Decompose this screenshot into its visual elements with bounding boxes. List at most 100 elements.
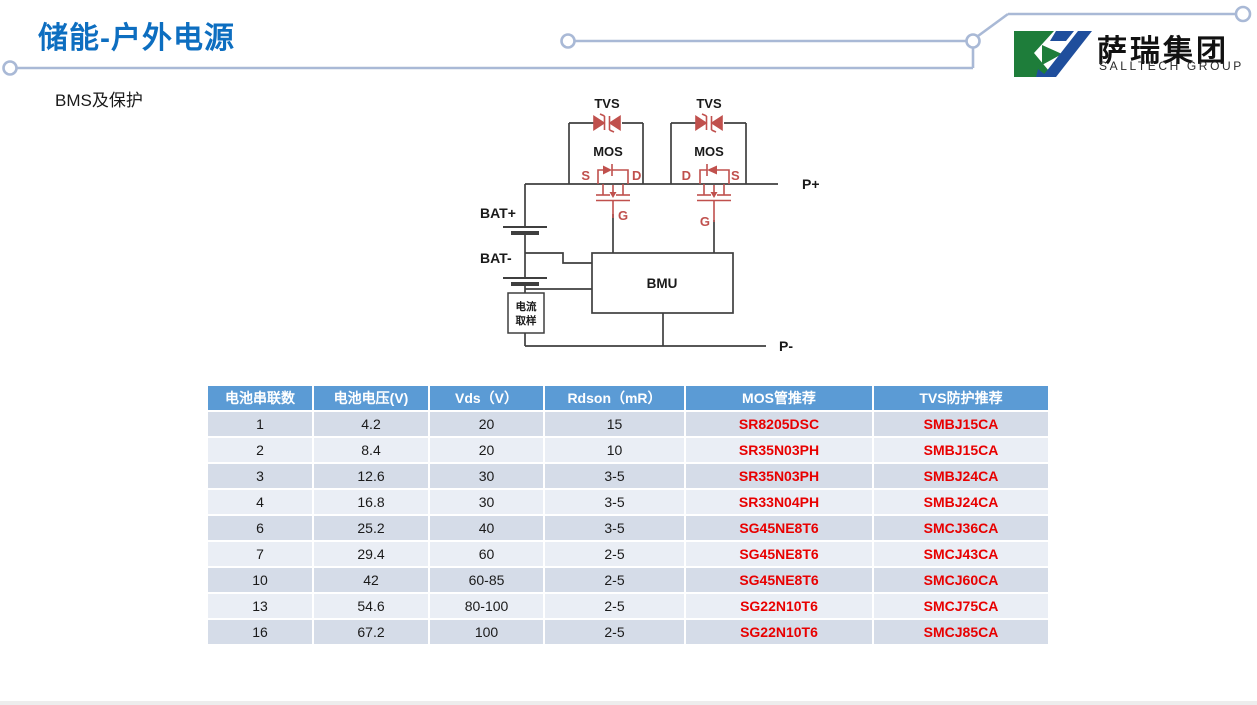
value-cell: 20 <box>430 438 543 462</box>
part-number-cell: SR35N03PH <box>686 438 872 462</box>
part-number-cell: SMCJ75CA <box>874 594 1048 618</box>
mosfet-icon-left <box>596 164 630 218</box>
bms-recommendation-table: 电池串联数 电池电压(V) Vds（V） Rdson（mR） MOS管推荐 TV… <box>206 384 1050 646</box>
value-cell: 60 <box>430 542 543 566</box>
value-cell: 54.6 <box>314 594 428 618</box>
value-cell: 1 <box>208 412 312 436</box>
col-header-vds: Vds（V） <box>430 386 543 410</box>
part-number-cell: SMBJ24CA <box>874 490 1048 514</box>
value-cell: 30 <box>430 464 543 488</box>
value-cell: 30 <box>430 490 543 514</box>
part-number-cell: SR8205DSC <box>686 412 872 436</box>
value-cell: 12.6 <box>314 464 428 488</box>
decor-circle-right <box>1234 5 1252 23</box>
part-number-cell: SMCJ60CA <box>874 568 1048 592</box>
logo-text-cn: 萨瑞集团 <box>1097 35 1229 68</box>
page-title: 储能-户外电源 <box>38 22 235 55</box>
current-sample-box <box>507 292 545 334</box>
pin-g-right: G <box>700 214 710 229</box>
value-cell: 8.4 <box>314 438 428 462</box>
bmu-label: BMU <box>647 276 678 291</box>
part-number-cell: SG45NE8T6 <box>686 542 872 566</box>
part-number-cell: SG22N10T6 <box>686 594 872 618</box>
col-header-series-count: 电池串联数 <box>208 386 312 410</box>
salltech-logo-icon <box>1014 31 1092 77</box>
value-cell: 80-100 <box>430 594 543 618</box>
value-cell: 10 <box>208 568 312 592</box>
value-cell: 25.2 <box>314 516 428 540</box>
tvs-diode-icon-right <box>695 113 723 133</box>
pin-g-left: G <box>618 208 628 223</box>
part-number-cell: SMCJ85CA <box>874 620 1048 644</box>
bat-minus-label: BAT- <box>480 250 512 266</box>
value-cell: 4.2 <box>314 412 428 436</box>
current-sample-label-1: 电流 <box>516 300 537 313</box>
part-number-cell: SMBJ15CA <box>874 438 1048 462</box>
col-header-mos-recommend: MOS管推荐 <box>686 386 872 410</box>
p-minus-label: P- <box>779 338 793 354</box>
value-cell: 3-5 <box>545 516 684 540</box>
tvs-label-right: TVS <box>696 96 722 111</box>
value-cell: 42 <box>314 568 428 592</box>
value-cell: 100 <box>430 620 543 644</box>
pin-d-right: D <box>682 168 691 183</box>
value-cell: 40 <box>430 516 543 540</box>
p-plus-label: P+ <box>802 176 820 192</box>
value-cell: 3-5 <box>545 464 684 488</box>
part-number-cell: SMBJ24CA <box>874 464 1048 488</box>
part-number-cell: SMBJ15CA <box>874 412 1048 436</box>
value-cell: 7 <box>208 542 312 566</box>
value-cell: 2-5 <box>545 620 684 644</box>
col-header-tvs-recommend: TVS防护推荐 <box>874 386 1048 410</box>
slide-bottom-edge <box>0 701 1257 705</box>
value-cell: 16 <box>208 620 312 644</box>
part-number-cell: SMCJ43CA <box>874 542 1048 566</box>
value-cell: 2-5 <box>545 594 684 618</box>
section-subtitle: BMS及保护 <box>55 91 143 110</box>
part-number-cell: SR35N03PH <box>686 464 872 488</box>
part-number-cell: SMCJ36CA <box>874 516 1048 540</box>
col-header-battery-voltage: 电池电压(V) <box>314 386 428 410</box>
tvs-diode-icon-left <box>593 113 621 133</box>
table-header-row: 电池串联数 电池电压(V) Vds（V） Rdson（mR） MOS管推荐 TV… <box>208 386 1048 410</box>
part-number-cell: SR33N04PH <box>686 490 872 514</box>
value-cell: 2 <box>208 438 312 462</box>
value-cell: 3-5 <box>545 490 684 514</box>
decor-circle-mid-right <box>965 33 981 49</box>
decor-connector-lines <box>2 5 1252 76</box>
value-cell: 2-5 <box>545 568 684 592</box>
part-number-cell: SG45NE8T6 <box>686 516 872 540</box>
col-header-rdson: Rdson（mR） <box>545 386 684 410</box>
decor-circle-left <box>2 60 18 76</box>
value-cell: 13 <box>208 594 312 618</box>
logo-text-en: SALLTECH GROUP <box>1099 59 1244 73</box>
pin-d-left: D <box>632 168 641 183</box>
value-cell: 3 <box>208 464 312 488</box>
value-cell: 6 <box>208 516 312 540</box>
value-cell: 16.8 <box>314 490 428 514</box>
mos-label-right: MOS <box>694 144 724 159</box>
tvs-label-left: TVS <box>594 96 620 111</box>
bat-plus-label: BAT+ <box>480 205 516 221</box>
current-sample-label-2: 取样 <box>516 314 537 327</box>
value-cell: 60-85 <box>430 568 543 592</box>
bms-circuit-diagram: TVS TVS MOS MOS BAT+ BAT- BMU P+ P- 电流 取… <box>480 96 820 354</box>
value-cell: 10 <box>545 438 684 462</box>
value-cell: 15 <box>545 412 684 436</box>
part-number-cell: SG45NE8T6 <box>686 568 872 592</box>
value-cell: 20 <box>430 412 543 436</box>
pin-s-right: S <box>731 168 740 183</box>
mosfet-icon-right <box>697 164 731 222</box>
mos-label-left: MOS <box>593 144 623 159</box>
part-number-cell: SG22N10T6 <box>686 620 872 644</box>
